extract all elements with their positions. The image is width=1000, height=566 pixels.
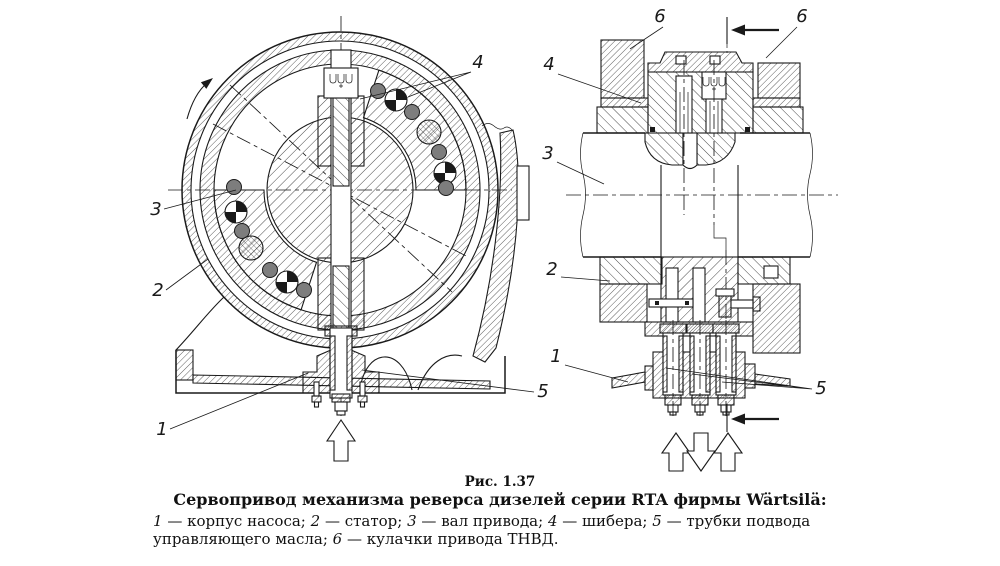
oil-flow-arrows: [660, 432, 744, 472]
part-label-4: 4: [543, 54, 554, 75]
figure-caption: Рис. 1.37 Сервопривод механизма реверса …: [0, 474, 1000, 548]
upper-vane: [332, 97, 350, 187]
legend-part-number: 3: [407, 512, 417, 530]
legend-part-text: — шибера;: [557, 512, 653, 530]
part-label-3: 3: [542, 143, 553, 164]
fuel-pump-cam-left: [600, 39, 645, 99]
legend-part-text: — кулачки привода ТНВД.: [342, 529, 559, 548]
part-label-6: 6: [654, 6, 665, 27]
part-label-1: 1: [550, 346, 561, 367]
figure-legend: 1 — корпус насоса; 2 — статор; 3 — вал п…: [153, 512, 853, 548]
part-label-4: 4: [472, 52, 483, 73]
part-label-2: 2: [152, 280, 163, 301]
legend-part-number: 1: [153, 512, 163, 530]
bottom-direction-marker: [726, 404, 779, 432]
legend-part-text: — корпус насоса;: [162, 512, 311, 530]
legend-part-number: 4: [547, 512, 558, 530]
legend-part-text: — вал привода;: [416, 512, 548, 530]
part-label-2: 2: [546, 259, 557, 280]
side-bracket-wall: [472, 123, 530, 363]
fuel-pump-cam-right: [757, 62, 801, 99]
upper-stator-assembly: [596, 39, 804, 335]
shaft-hub: [644, 132, 736, 170]
part-label-1: 1: [156, 419, 167, 440]
control-valve: [718, 294, 732, 318]
left-oil-pipe: [311, 325, 368, 416]
leader-lines: [163, 26, 813, 430]
part-label-5: 5: [815, 378, 826, 399]
left-view-transverse-section: [168, 16, 530, 462]
part-label-6: 6: [796, 6, 807, 27]
right-view-longitudinal-section: [566, 17, 838, 472]
part-label-3: 3: [150, 199, 161, 220]
lower-stator-assembly: [599, 256, 801, 354]
legend-part-number: 2: [310, 512, 321, 530]
oil-flow-arrow-up: [325, 419, 357, 462]
legend-part-number: 6: [332, 529, 343, 548]
vane-slot-assembly: [317, 49, 365, 331]
legend-part-number: 5: [652, 512, 662, 530]
legend-part-text: — статор;: [320, 512, 408, 530]
rotation-arrow: [186, 78, 213, 120]
figure-number: Рис. 1.37: [464, 474, 536, 490]
figure-title: Сервопривод механизма реверса дизелей се…: [173, 490, 827, 509]
lower-vane: [332, 265, 350, 331]
legend-part-text: — трубки подвода управляющего масла;: [153, 512, 811, 548]
part-label-5: 5: [537, 381, 548, 402]
top-direction-marker: [726, 17, 779, 53]
